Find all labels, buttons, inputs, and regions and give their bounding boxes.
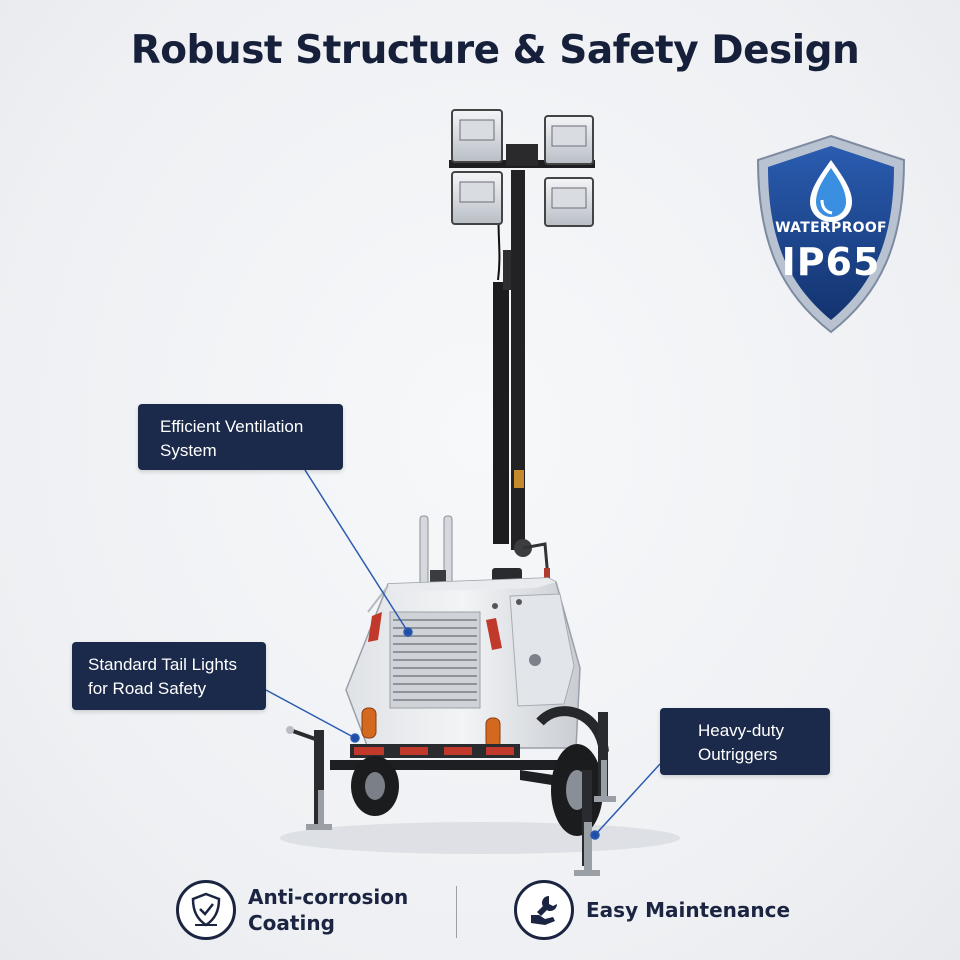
callout-text-line: System bbox=[160, 441, 217, 460]
callout-text-line: Efficient Ventilation bbox=[160, 417, 304, 436]
badge-label: WATERPROOF bbox=[775, 220, 887, 236]
feature-label-line: Anti-corrosion bbox=[248, 885, 409, 909]
feature-easy-maintenance: Easy Maintenance bbox=[514, 880, 790, 940]
page-title: Robust Structure & Safety Design bbox=[130, 28, 860, 73]
callout-leader-lines bbox=[265, 469, 661, 840]
wrench-hand-icon bbox=[514, 880, 574, 940]
callout-ventilation: Efficient Ventilation System bbox=[138, 404, 343, 470]
waterproof-ip65-badge: WATERPROOF IP65 bbox=[752, 134, 910, 334]
feature-label: Anti-corrosion Coating bbox=[248, 884, 408, 936]
callout-text-line: Standard Tail Lights bbox=[88, 655, 238, 674]
callout-text-line: for Road Safety bbox=[88, 679, 207, 698]
feature-divider bbox=[456, 886, 457, 938]
callout-text-line: Heavy-duty bbox=[698, 721, 784, 740]
feature-anti-corrosion: Anti-corrosion Coating bbox=[176, 880, 408, 940]
floodlight-lamps bbox=[451, 109, 594, 227]
badge-rating: IP65 bbox=[781, 240, 881, 284]
water-drop-icon bbox=[810, 160, 852, 222]
callout-outriggers: Heavy-duty Outriggers bbox=[660, 708, 830, 775]
shield-check-icon bbox=[176, 880, 236, 940]
feature-label-line: Coating bbox=[248, 911, 335, 935]
feature-label: Easy Maintenance bbox=[586, 897, 790, 923]
feature-label-line: Easy Maintenance bbox=[586, 898, 791, 922]
callout-tail-lights: Standard Tail Lights for Road Safety bbox=[72, 642, 266, 710]
shield-icon bbox=[756, 134, 906, 334]
callout-text-line: Outriggers bbox=[698, 745, 778, 764]
outrigger-stands bbox=[286, 712, 616, 876]
